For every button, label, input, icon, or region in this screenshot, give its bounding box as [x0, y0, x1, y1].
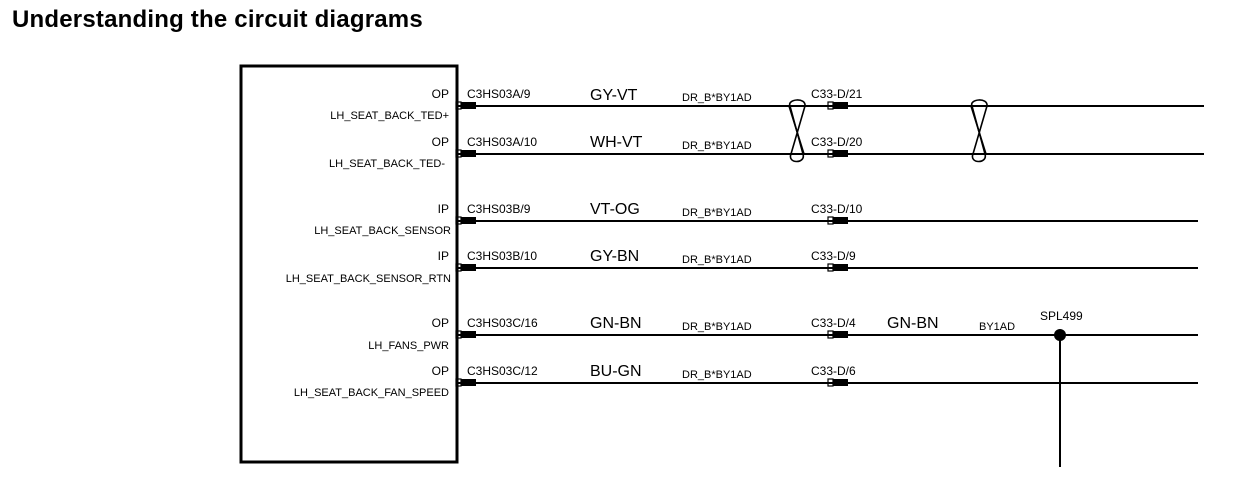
connector-pin-icon [461, 379, 476, 386]
circuit-label: DR_B*BY1AD [682, 140, 752, 152]
splice-label: SPL499 [1040, 309, 1083, 323]
connector-label: C3HS03A/9 [467, 87, 531, 101]
pin-io-label: OP [432, 87, 449, 101]
connector-label: C3HS03C/12 [467, 364, 538, 378]
pin-io-label: OP [432, 316, 449, 330]
circuit-label: DR_B*BY1AD [682, 207, 752, 219]
pin-signal-label: LH_SEAT_BACK_TED+ [330, 110, 449, 122]
connector-label: C3HS03B/10 [467, 249, 537, 263]
wire-row: OP LH_SEAT_BACK_TED- C3HS03A/10 WH-VT DR… [329, 134, 1204, 170]
circuit-label: DR_B*BY1AD [682, 321, 752, 333]
circuit-label: DR_B*BY1AD [682, 369, 752, 381]
inline-connector-icon [833, 331, 848, 338]
inline-connector-label: C33-D/9 [811, 249, 856, 263]
pin-io-label: OP [432, 135, 449, 149]
pin-signal-label: LH_SEAT_BACK_SENSOR [314, 225, 451, 237]
connector-label: C3HS03C/16 [467, 316, 538, 330]
connector-pin-icon [461, 150, 476, 157]
wire-color-label: VT-OG [590, 201, 640, 218]
wire-color-label: GY-VT [590, 87, 638, 104]
module-box [239, 64, 459, 464]
pin-io-label: OP [432, 364, 449, 378]
wire-row: OP LH_SEAT_BACK_TED+ C3HS03A/9 GY-VT DR_… [330, 87, 1204, 122]
pin-io-label: IP [438, 249, 449, 263]
wire-color-label: GN-BN [590, 315, 642, 332]
pin-signal-label: LH_FANS_PWR [368, 340, 449, 352]
inline-connector-label: C33-D/10 [811, 202, 863, 216]
connector-pin-icon [461, 331, 476, 338]
splice-dot-icon [1054, 329, 1066, 341]
pin-signal-label: LH_SEAT_BACK_SENSOR_RTN [286, 273, 451, 285]
inline-connector-icon [833, 102, 848, 109]
wire-color-label: GY-BN [590, 248, 639, 265]
inline-connector-label: C33-D/4 [811, 316, 856, 330]
page-title: Understanding the circuit diagrams [12, 6, 423, 33]
connector-pin-icon [461, 102, 476, 109]
pin-signal-label: LH_SEAT_BACK_FAN_SPEED [294, 387, 449, 399]
connector-label: C3HS03A/10 [467, 135, 537, 149]
circuit-label: DR_B*BY1AD [682, 254, 752, 266]
inline-connector-label: C33-D/20 [811, 135, 863, 149]
pin-signal-label: LH_SEAT_BACK_TED- [329, 158, 445, 170]
connector-pin-icon [461, 217, 476, 224]
inline-connector-icon [833, 379, 848, 386]
connector-pin-icon [461, 264, 476, 271]
wire-row: IP LH_SEAT_BACK_SENSOR C3HS03B/9 VT-OG D… [314, 201, 1198, 237]
inline-connector-icon [833, 150, 848, 157]
splice-circuit-label: BY1AD [979, 321, 1015, 333]
inline-connector-icon [833, 264, 848, 271]
pin-io-label: IP [438, 202, 449, 216]
wire-row: OP LH_SEAT_BACK_FAN_SPEED C3HS03C/12 BU-… [294, 363, 1198, 399]
splice-wire-color-label: GN-BN [887, 315, 939, 332]
wire-row: OP LH_FANS_PWR C3HS03C/16 GN-BN DR_B*BY1… [368, 309, 1198, 467]
wire-color-label: WH-VT [590, 134, 643, 151]
wire-row: IP LH_SEAT_BACK_SENSOR_RTN C3HS03B/10 GY… [286, 248, 1198, 285]
twisted-pair-icon [970, 105, 987, 155]
wire-color-label: BU-GN [590, 363, 642, 380]
inline-connector-label: C33-D/21 [811, 87, 863, 101]
twisted-pair-icon [971, 99, 988, 163]
connector-label: C3HS03B/9 [467, 202, 531, 216]
twisted-pair-icon [788, 105, 805, 155]
circuit-label: DR_B*BY1AD [682, 92, 752, 104]
twisted-pair-icon [789, 99, 806, 163]
inline-connector-label: C33-D/6 [811, 364, 856, 378]
inline-connector-icon [833, 217, 848, 224]
